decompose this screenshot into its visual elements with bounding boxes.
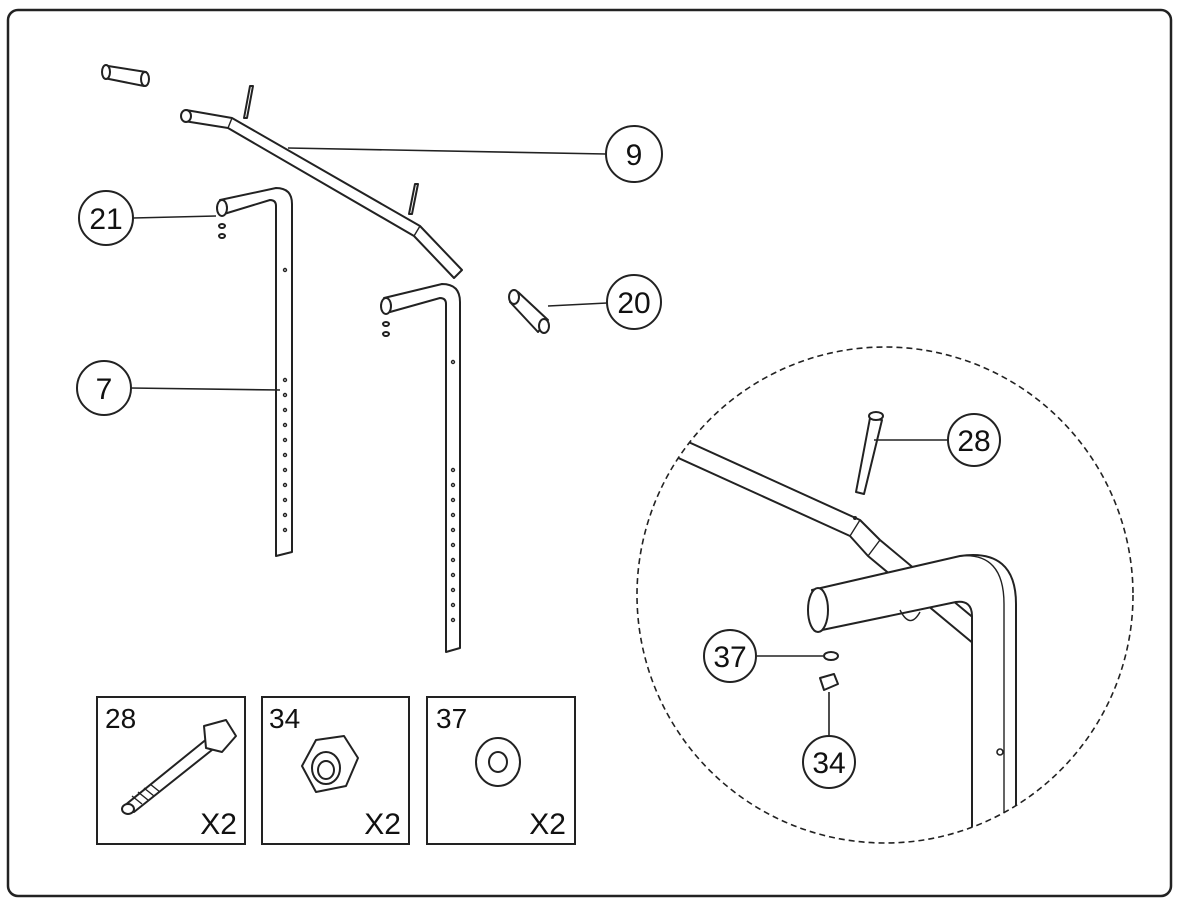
leader-9 [287, 147, 607, 155]
callout-28: 28 [947, 413, 1001, 467]
callout-34: 34 [802, 735, 856, 789]
end-cap-part-20 [508, 289, 550, 334]
callout-9: 9 [605, 125, 663, 183]
hardware-box-bolt: 28 X2 [96, 696, 246, 845]
callout-7: 7 [76, 360, 132, 416]
callout-37: 37 [703, 629, 757, 683]
svg-text:28: 28 [957, 425, 990, 458]
callout-21: 21 [78, 190, 134, 246]
end-cap-top-left [101, 64, 150, 87]
upright-right [380, 283, 461, 653]
svg-text:X2: X2 [364, 808, 401, 841]
leader-20 [547, 302, 608, 307]
upright-left-part-7 [216, 187, 293, 557]
leader-21 [132, 215, 217, 219]
bolt-icon [121, 719, 237, 815]
washer-icon [475, 737, 521, 787]
hardware-box-nut: 34 X2 [261, 696, 410, 845]
crossbar-part-9 [180, 85, 463, 279]
svg-text:20: 20 [617, 287, 650, 320]
svg-text:34: 34 [269, 703, 300, 734]
svg-text:X2: X2 [529, 808, 566, 841]
svg-text:37: 37 [713, 641, 746, 674]
leader-7 [129, 387, 281, 391]
svg-text:28: 28 [105, 703, 136, 734]
svg-text:X2: X2 [200, 808, 237, 841]
svg-text:7: 7 [96, 373, 113, 406]
svg-text:21: 21 [89, 203, 122, 236]
nut-icon [301, 735, 359, 793]
svg-text:34: 34 [812, 747, 845, 780]
diagram-border [6, 8, 1173, 898]
hardware-box-washer: 37 X2 [426, 696, 576, 845]
svg-text:9: 9 [626, 139, 643, 172]
detail-view [636, 346, 1134, 844]
svg-text:37: 37 [436, 703, 467, 734]
callout-20: 20 [606, 274, 662, 330]
